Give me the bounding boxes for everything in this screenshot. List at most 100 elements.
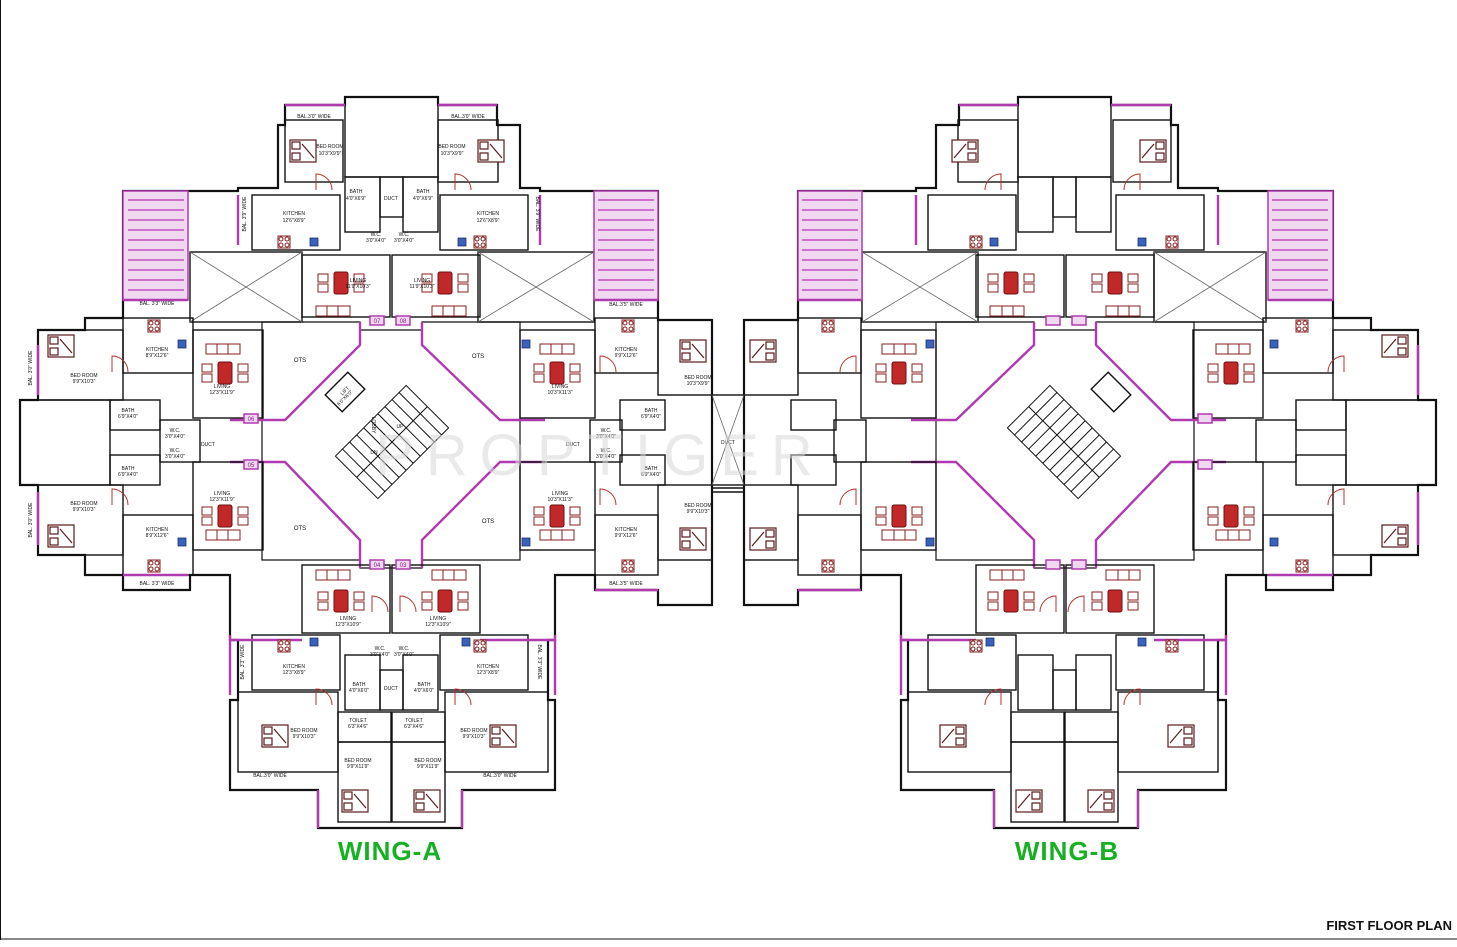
label-kitchen-left-top: KITCHEN xyxy=(146,347,168,353)
label-duct-top: DUCT xyxy=(384,196,398,202)
label-bedroom-top-right: BED ROOM xyxy=(438,144,465,150)
size-wc-right-top: 3'0"X4'0" xyxy=(596,434,616,440)
label-ots-se: OTS xyxy=(482,519,494,525)
label-kitchen-bottom-right: KITCHEN xyxy=(477,664,499,670)
label-stair-dn: DN xyxy=(370,450,378,456)
size-wc-left-top: 3'0"X4'0" xyxy=(165,434,185,440)
size-kitchen-right-top: 9'9"X12'6" xyxy=(615,353,638,359)
size-toilet-right: 6'3"X4'6" xyxy=(404,724,424,730)
size-bedroom-top-left: 10'3"X9'9" xyxy=(319,151,342,157)
size-bath-bottom-left: 4'0"X6'0" xyxy=(349,688,369,694)
wing-a-title: WING-A xyxy=(338,836,442,866)
label-bath-left-bottom: BATH xyxy=(122,466,135,472)
label-bal-side-bottom-left: BAL. 3'3" WIDE xyxy=(240,644,246,680)
label-kitchen-left-bottom: KITCHEN xyxy=(146,527,168,533)
label-ots-ne: OTS xyxy=(472,354,484,360)
size-bath-left-top: 6'9"X4'0" xyxy=(118,414,138,420)
label-bedroom-bottom-mid-right: BED ROOM xyxy=(414,758,441,764)
label-kitchen-bottom-left: KITCHEN xyxy=(283,664,305,670)
flat-number-07: 07 xyxy=(374,319,381,325)
label-bath-top-left: BATH xyxy=(350,189,363,195)
label-ots-nw: OTS xyxy=(294,358,306,364)
label-wc-left-bottom: W.C. xyxy=(170,448,181,454)
label-bedroom-mid-top: BED ROOM xyxy=(684,375,711,381)
label-kitchen-top-left: KITCHEN xyxy=(283,211,305,217)
size-kitchen-bottom-right: 12'3"X8'9" xyxy=(477,670,500,676)
label-bal-bottom-left: BAL.3'0" WIDE xyxy=(253,773,287,779)
label-bath-bottom-right: BATH xyxy=(418,682,431,688)
size-wc-top-right: 3'0"X4'0" xyxy=(394,238,414,244)
size-living-top-right: 11'9"X10'3" xyxy=(409,284,434,290)
label-living-top-left: LIVING xyxy=(350,278,367,284)
size-toilet-left: 6'3"X4'6" xyxy=(348,724,368,730)
size-bath-right-top: 6'9"X4'0" xyxy=(641,414,661,420)
label-bal-side-bottom-right: BAL. 3'3" WIDE xyxy=(536,645,542,681)
flat-number-08: 08 xyxy=(400,319,407,325)
label-wc-top-left: W.C. xyxy=(371,232,382,238)
label-bal-side-top-right: BAL. 3'9" WIDE xyxy=(534,197,540,233)
label-bal-west-top: BAL. 3'0" WIDE xyxy=(28,350,34,386)
label-bal-bottom-right: BAL.3'0" WIDE xyxy=(483,773,517,779)
label-living-bottom-left: LIVING xyxy=(340,616,357,622)
label-ots-sw: OTS xyxy=(294,526,306,532)
label-living-left-bottom: LIVING xyxy=(214,491,231,497)
label-bedroom-mid-bottom: BED ROOM xyxy=(684,503,711,509)
label-bal-33-left: BAL. 3'3" WIDE xyxy=(140,301,176,307)
label-living-right-top: LIVING xyxy=(552,384,569,390)
wing-b-title: WING-B xyxy=(1015,836,1119,866)
size-kitchen-top-left: 12'6"X8'9" xyxy=(283,218,306,224)
label-toilet-right: TOILET xyxy=(405,718,422,724)
label-bal-35-right: BAL.3'5" WIDE xyxy=(609,302,643,308)
label-bal-35-right-bottom: BAL.3'5" WIDE xyxy=(609,581,643,587)
label-bedroom-bottom-right: BED ROOM xyxy=(460,728,487,734)
label-lift: LIFT xyxy=(340,386,352,398)
label-bal-33-left-bottom: BAL. 3'3" WIDE xyxy=(140,581,176,587)
label-wc-right-bottom: W.C. xyxy=(601,448,612,454)
label-kitchen-right-bottom: KITCHEN xyxy=(615,527,637,533)
flat-number-05: 05 xyxy=(248,463,255,469)
label-kitchen-right-top: KITCHEN xyxy=(615,347,637,353)
size-living-top-left: 11'9"X10'3" xyxy=(345,284,370,290)
size-wc-top-left: 3'0"X4'0" xyxy=(366,238,386,244)
wing-a-plan xyxy=(18,95,714,830)
watermark-text: PROPTIGER xyxy=(375,423,825,488)
label-duct-bottom: DUCT xyxy=(384,686,398,692)
label-wc-top-right: W.C. xyxy=(399,232,410,238)
label-bedroom-top-left: BED ROOM xyxy=(316,144,343,150)
label-living-top-right: LIVING xyxy=(414,278,431,284)
label-living-bottom-right: LIVING xyxy=(430,616,447,622)
label-kitchen-top-right: KITCHEN xyxy=(477,211,499,217)
label-duct-corridor: DUCT xyxy=(721,440,735,446)
size-kitchen-right-bottom: 9'9"X12'6" xyxy=(615,533,638,539)
label-bath-left-top: BATH xyxy=(122,408,135,414)
size-wc-left-bottom: 3'0"X4'0" xyxy=(165,454,185,460)
label-lobby: LOBBY xyxy=(370,417,376,434)
wing-a-labels: BAL.3'0" WIDE BAL.3'0" WIDE BED ROOM 10'… xyxy=(28,114,735,779)
size-bedroom-bottom-mid-left: 9'9"X11'9" xyxy=(347,764,370,770)
size-bath-top-right: 4'0"X6'9" xyxy=(413,196,433,202)
size-living-left-top: 12'3"X11'9" xyxy=(209,390,234,396)
label-wc-bottom-right: W.C. xyxy=(399,646,410,652)
size-bedroom-bottom-right: 9'9"X10'3" xyxy=(463,734,486,740)
size-bedroom-mid-top: 10'3"X9'9" xyxy=(687,381,710,387)
label-stair-up: UP xyxy=(397,424,405,430)
size-bath-bottom-right: 4'0"X6'0" xyxy=(414,688,434,694)
label-bath-right-top: BATH xyxy=(645,408,658,414)
label-duct-left: DUCT xyxy=(201,442,215,448)
label-toilet-left: TOILET xyxy=(349,718,366,724)
size-bedroom-mid-bottom: 9'9"X10'3" xyxy=(687,509,710,515)
label-wc-bottom-left: W.C. xyxy=(375,646,386,652)
label-bath-right-bottom: BATH xyxy=(645,466,658,472)
size-bedroom-top-right: 10'3"X9'9" xyxy=(441,151,464,157)
size-bath-top-left: 4'0"X6'9" xyxy=(346,196,366,202)
label-bal-west-bottom: BAL. 3'0" WIDE xyxy=(28,502,34,538)
wing-b-plan xyxy=(744,97,1436,828)
label-bath-top-right: BATH xyxy=(417,189,430,195)
size-wc-right-bottom: 3'0"X4'0" xyxy=(596,454,616,460)
label-wc-left-top: W.C. xyxy=(170,428,181,434)
size-bedroom-bottom-left: 9'9"X10'3" xyxy=(293,734,316,740)
label-bal-side-top-left: BAL. 3'9" WIDE xyxy=(242,196,248,232)
size-wc-bottom-left: 3'0"X4'0" xyxy=(370,652,390,658)
size-kitchen-left-bottom: 8'9"X12'6" xyxy=(146,533,169,539)
